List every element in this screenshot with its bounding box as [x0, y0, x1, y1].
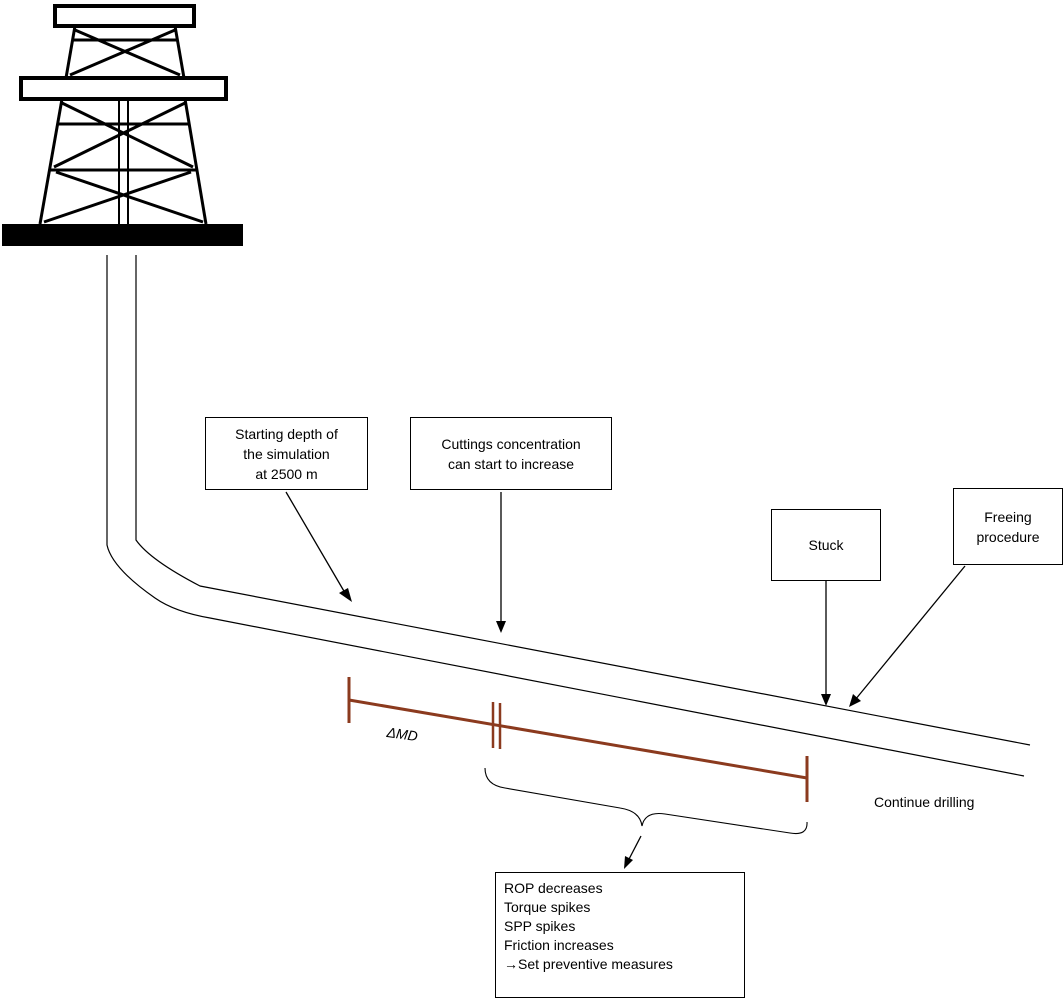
continue-drilling-label: Continue drilling: [874, 794, 975, 810]
drilling-rig-icon: [2, 4, 243, 246]
effect-item: Friction increases: [504, 937, 614, 953]
effect-item: SPP spikes: [504, 918, 576, 934]
arrow-stuck-head: [821, 694, 831, 706]
stuck-label: Stuck: [808, 537, 844, 553]
cuttings-line-2: can start to increase: [447, 455, 575, 472]
delta-md-measure: [347, 677, 809, 802]
arrow-cuttings-head: [496, 621, 506, 633]
start-line-2: the simulation: [243, 445, 330, 462]
brace: [484, 767, 808, 835]
effect-item: Torque spikes: [504, 899, 591, 915]
wellbore: [106, 255, 1031, 777]
freeing-box: Freeing procedure: [953, 488, 1063, 565]
effects-box: ROP decreases Torque spikes SPP spikes F…: [495, 872, 745, 998]
arrow-effects-head: [624, 856, 633, 869]
start-line-3: at 2500 m: [255, 465, 318, 482]
arrow-start: [285, 491, 349, 599]
effect-item: ROP decreases: [504, 880, 603, 896]
freeing-line-2: procedure: [976, 528, 1040, 545]
arrow-freeing: [854, 565, 966, 701]
arrow-start-head: [339, 588, 352, 602]
cuttings-box: Cuttings concentration can start to incr…: [410, 417, 612, 490]
arrow-freeing-head: [849, 694, 861, 707]
cuttings-line-1: Cuttings concentration: [441, 435, 581, 452]
stuck-box: Stuck: [771, 509, 881, 581]
effect-item: →Set preventive measures: [504, 956, 673, 972]
freeing-line-1: Freeing: [984, 508, 1032, 525]
start-line-1: Starting depth of: [235, 425, 338, 442]
start-depth-box: Starting depth of the simulation at 2500…: [205, 417, 368, 490]
